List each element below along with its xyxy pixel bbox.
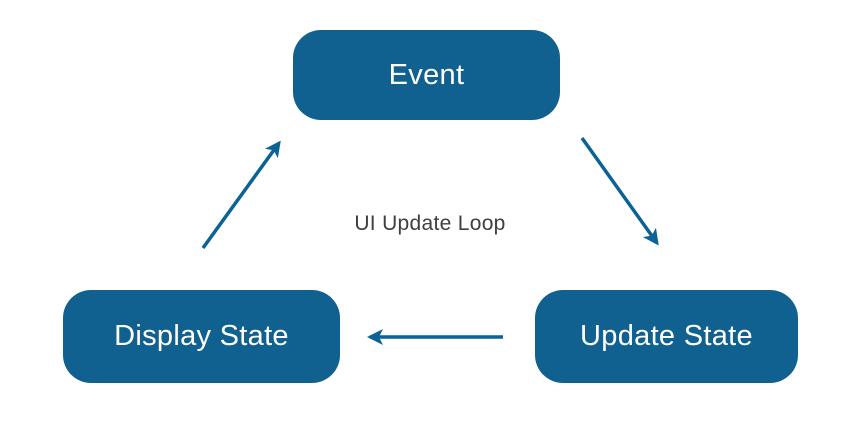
node-display-state: Display State: [63, 290, 340, 383]
node-update-state: Update State: [535, 290, 798, 383]
node-event: Event: [293, 30, 560, 120]
arrow-display-state-to-event: [201, 140, 281, 250]
arrow-event-to-update-state: [580, 136, 659, 246]
node-display-state-label: Display State: [114, 320, 289, 352]
node-event-label: Event: [388, 58, 465, 91]
node-update-state-label: Update State: [580, 320, 753, 352]
center-label: UI Update Loop: [354, 212, 506, 235]
